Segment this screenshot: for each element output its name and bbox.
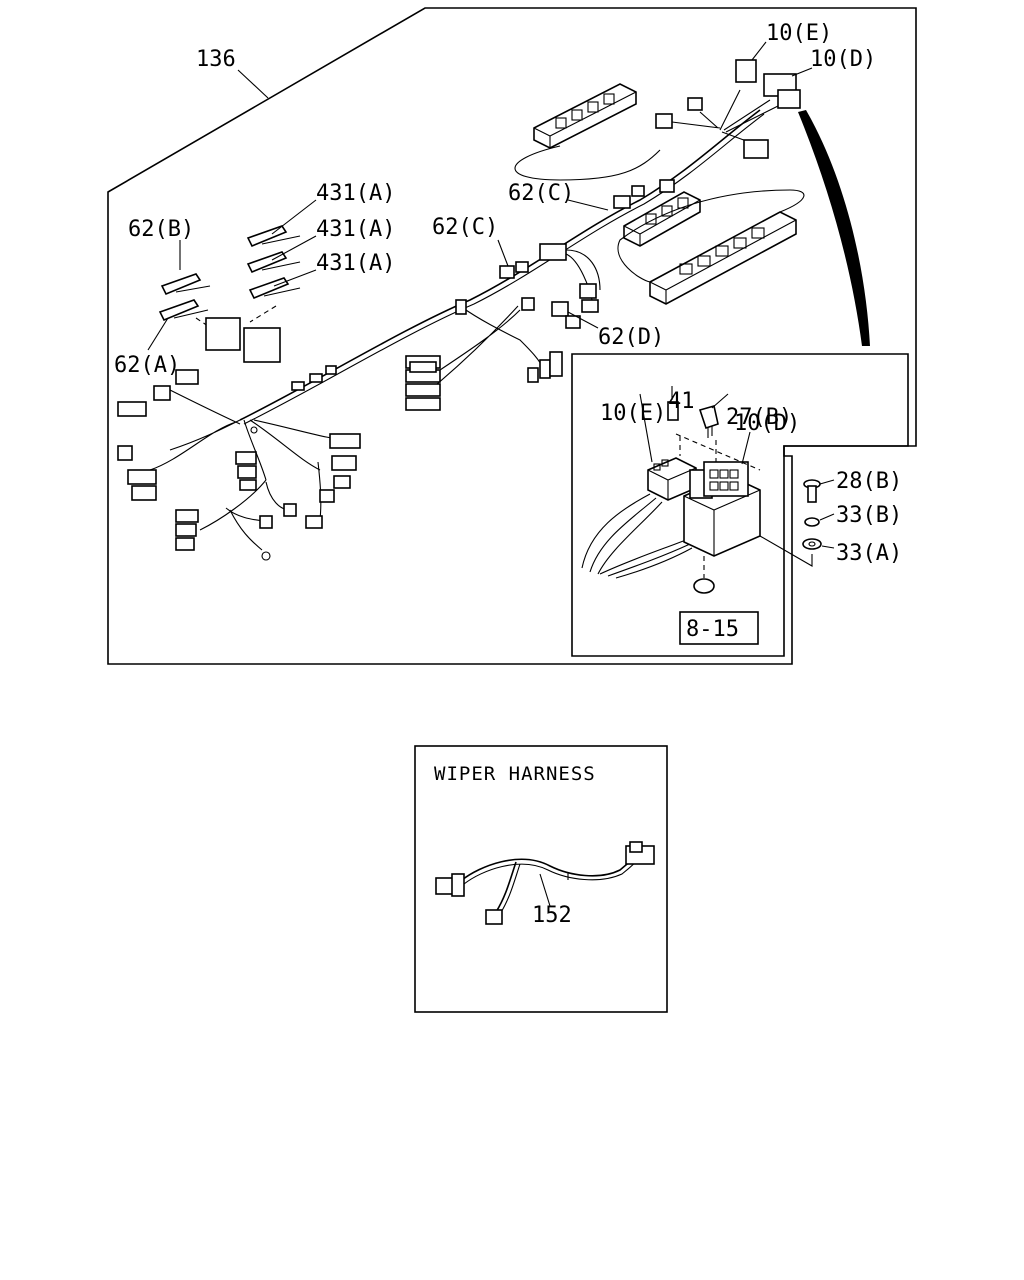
callout-33b: 33(B) <box>836 503 902 528</box>
callout-10e: 10(E) <box>600 401 666 426</box>
callout-62b: 62(B) <box>128 217 194 242</box>
connector-62d <box>551 301 569 317</box>
part-41 <box>667 401 679 421</box>
reference-box <box>679 611 759 645</box>
callout-62c-a: 62(C) <box>508 181 574 206</box>
callout-27b: 27(B) <box>726 405 792 430</box>
wiper-connector-lower <box>485 909 503 925</box>
connector-431-group <box>246 225 301 300</box>
callout-431a-1: 431(A) <box>316 181 395 206</box>
leader-136 <box>237 69 269 99</box>
wiper-panel-frame <box>414 745 668 1013</box>
bolt-washers <box>759 479 822 567</box>
callout-10d: 10(D) <box>734 411 800 436</box>
inset-callout-labels: 10(E) 41 27(B) 10(D) 28(B) 33(B) 33(A) 8… <box>600 389 902 642</box>
callout-62a: 62(A) <box>114 353 180 378</box>
connector-62c <box>499 265 515 279</box>
inset-connector-10d <box>683 461 761 557</box>
detail-leader <box>798 110 870 346</box>
main-callout-labels: 136 10(E) 10(D) 62(C) 62(C) 62(B) 431(A)… <box>114 21 876 378</box>
wiper-panel-title: WIPER HARNESS <box>434 763 596 785</box>
reference-label: 8-15 <box>686 617 739 642</box>
grommet <box>693 578 715 594</box>
detail-inset <box>571 353 909 657</box>
wiper-part-number: 152 <box>532 903 572 928</box>
wiper-harness-drawing <box>435 841 655 925</box>
callout-33a: 33(A) <box>836 541 902 566</box>
callout-431a-2: 431(A) <box>316 217 395 242</box>
switch-panel-upper <box>533 83 637 149</box>
callout-41: 41 <box>668 389 695 414</box>
callout-431a-3: 431(A) <box>316 251 395 276</box>
connector-stack-center <box>405 355 441 411</box>
callout-10e-top: 10(E) <box>766 21 832 46</box>
callout-28b: 28(B) <box>836 469 902 494</box>
instrument-harness-drawing <box>117 59 805 561</box>
connector-10e <box>735 59 757 83</box>
connectors-lower-left <box>117 369 361 561</box>
callout-62d: 62(D) <box>598 325 664 350</box>
callout-136: 136 <box>196 47 236 72</box>
connector-62b-62a <box>158 273 211 322</box>
callout-10d-top: 10(D) <box>810 47 876 72</box>
callout-62c-b: 62(C) <box>432 215 498 240</box>
main-leaders <box>147 41 813 351</box>
wiper-harness-panel: WIPER HARNESS 152 <box>414 745 668 1013</box>
switch-panel-long <box>649 211 797 305</box>
part-27b <box>698 404 719 430</box>
switch-panel-middle <box>623 191 701 247</box>
